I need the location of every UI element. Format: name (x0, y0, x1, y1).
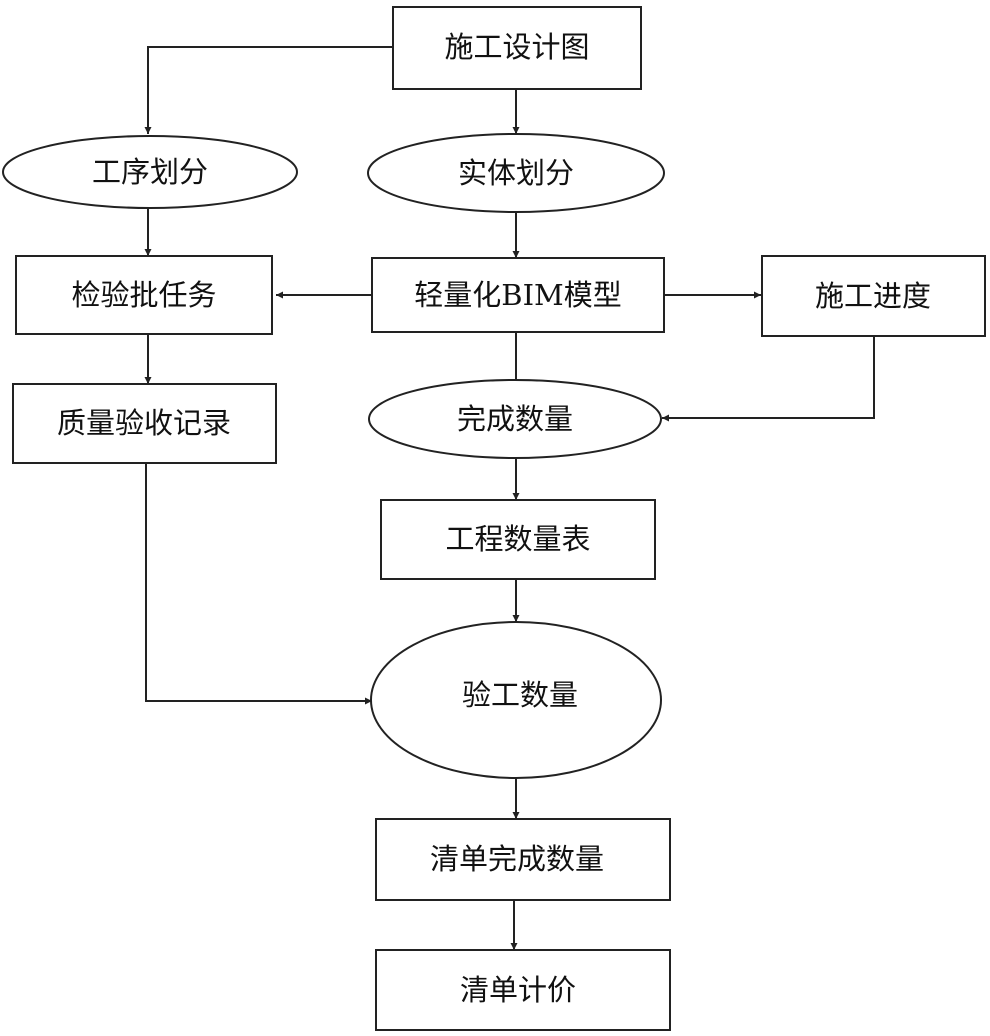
node-completed-quantity: 完成数量 (368, 379, 662, 459)
quality-acceptance-record-box (12, 383, 277, 464)
acceptance-quantity-label: 验工数量 (462, 678, 578, 712)
node-bill-pricing: 清单计价 (375, 949, 671, 1031)
node-lightweight-bim-model: 轻量化BIM模型 (371, 257, 665, 333)
inspection-lot-task-box (15, 255, 273, 335)
bill-pricing-box (375, 949, 671, 1031)
node-design-drawings: 施工设计图 (392, 6, 642, 90)
node-bill-completed-quantity: 清单完成数量 (375, 818, 671, 901)
inspection-lot-task-label: 检验批任务 (71, 278, 216, 312)
construction-progress-box (761, 255, 986, 337)
acceptance-quantity-ellipse (370, 621, 662, 779)
node-engineering-quantity-table: 工程数量表 (380, 499, 656, 580)
entity-division-ellipse (367, 133, 665, 213)
lightweight-bim-model-label: 轻量化BIM模型 (414, 278, 621, 312)
node-quality-acceptance-record: 质量验收记录 (12, 383, 277, 464)
edge-quality-to-acceptance (145, 463, 372, 705)
node-entity-division: 实体划分 (367, 133, 665, 213)
design-drawings-label: 施工设计图 (444, 30, 589, 64)
engineering-quantity-table-label: 工程数量表 (445, 522, 590, 556)
edge-progress-to-completed (662, 336, 875, 422)
construction-progress-label: 施工进度 (815, 279, 931, 313)
completed-quantity-ellipse (368, 379, 662, 459)
engineering-quantity-table-box (380, 499, 656, 580)
edge-design-to-process (144, 46, 393, 134)
node-construction-progress: 施工进度 (761, 255, 986, 337)
process-division-label: 工序划分 (92, 155, 208, 189)
bill-completed-quantity-label: 清单完成数量 (430, 842, 604, 876)
node-acceptance-quantity: 验工数量 (370, 621, 662, 779)
node-inspection-lot-task: 检验批任务 (15, 255, 273, 335)
entity-division-label: 实体划分 (458, 156, 574, 190)
process-division-ellipse (2, 135, 298, 209)
quality-acceptance-record-label: 质量验收记录 (57, 406, 231, 440)
lightweight-bim-model-box (371, 257, 665, 333)
bill-pricing-label: 清单计价 (460, 973, 576, 1007)
completed-quantity-label: 完成数量 (457, 402, 573, 436)
node-process-division: 工序划分 (2, 135, 298, 209)
edges (144, 46, 875, 950)
bill-completed-quantity-box (375, 818, 671, 901)
design-drawings-box (392, 6, 642, 90)
